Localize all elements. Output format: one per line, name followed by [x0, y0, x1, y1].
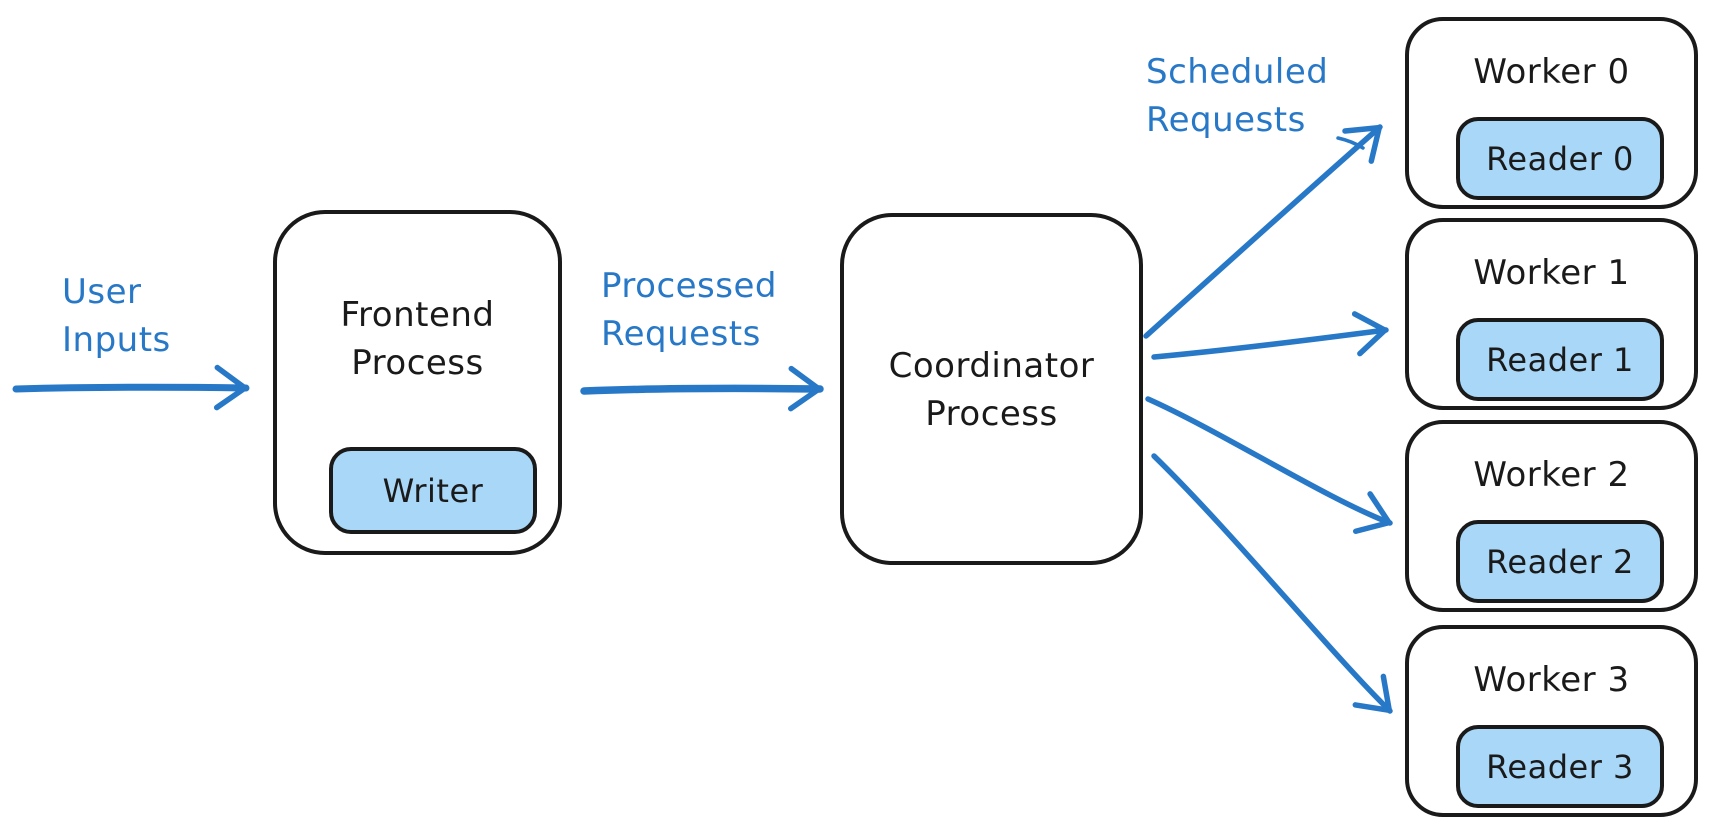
worker-3-title: Worker 3	[1473, 660, 1630, 700]
arrow-user-inputs	[12, 364, 250, 411]
reader-1-chip-label: Reader 1	[1486, 340, 1634, 379]
reader-3-chip: Reader 3	[1456, 725, 1664, 808]
label-scheduled-requests: Scheduled Requests	[1146, 52, 1329, 141]
frontend-process-title: Frontend Process	[340, 295, 495, 383]
arrow-processed-requests	[580, 365, 824, 412]
writer-chip-label: Writer	[382, 471, 484, 510]
node-coordinator-process: Coordinator Process	[840, 213, 1143, 565]
reader-0-chip-label: Reader 0	[1486, 139, 1634, 178]
worker-2-title: Worker 2	[1473, 455, 1630, 495]
reader-0-chip: Reader 0	[1456, 117, 1664, 200]
reader-1-chip: Reader 1	[1456, 318, 1664, 401]
arrow-scheduled-worker-1	[1151, 311, 1389, 360]
node-frontend-process: Frontend Process Writer	[273, 210, 562, 555]
worker-0-title: Worker 0	[1473, 52, 1630, 92]
coordinator-process-title: Coordinator Process	[888, 346, 1095, 434]
worker-1-title: Worker 1	[1473, 253, 1630, 293]
node-worker-3: Worker 3 Reader 3	[1405, 625, 1698, 817]
node-worker-1: Worker 1 Reader 1	[1405, 218, 1698, 410]
reader-2-chip: Reader 2	[1456, 520, 1664, 603]
writer-chip: Writer	[329, 447, 537, 534]
arrow-scheduled-worker-2	[1145, 396, 1393, 534]
node-worker-2: Worker 2 Reader 2	[1405, 420, 1698, 612]
label-user-inputs: User Inputs	[62, 272, 171, 361]
label-processed-requests: Processed Requests	[601, 266, 777, 355]
arrow-scheduled-worker-0	[1143, 124, 1383, 339]
reader-3-chip-label: Reader 3	[1486, 747, 1634, 786]
arrow-scheduled-worker-3	[1151, 453, 1393, 714]
reader-2-chip-label: Reader 2	[1486, 542, 1634, 581]
node-worker-0: Worker 0 Reader 0	[1405, 17, 1698, 209]
scheduled-label-tail	[1336, 136, 1365, 150]
